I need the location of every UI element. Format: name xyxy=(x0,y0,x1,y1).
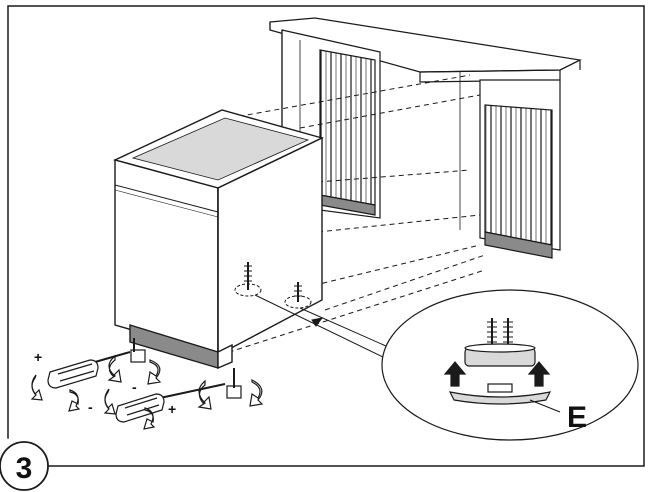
front-feet xyxy=(130,338,242,399)
rotation-arrow-icon xyxy=(107,354,264,410)
screwdriver-upper xyxy=(30,351,131,412)
screwdriver-lower xyxy=(103,383,226,430)
foot-base xyxy=(448,391,552,405)
up-arrow-icon xyxy=(527,361,551,387)
figure-frame xyxy=(7,5,645,467)
step-badge xyxy=(0,437,49,492)
dishwasher xyxy=(112,109,324,370)
callout-label: E xyxy=(567,401,587,434)
plus-label-lower: + xyxy=(168,401,176,417)
right-cabinet xyxy=(459,72,561,259)
kitchen-worktop xyxy=(269,17,582,83)
detail-callout xyxy=(381,289,639,441)
minus-label-upper: - xyxy=(88,399,93,415)
callout-leaders xyxy=(254,294,396,359)
plus-label-upper: + xyxy=(34,349,42,365)
step-number: 3 xyxy=(16,452,33,485)
minus-label-lower: - xyxy=(132,379,137,395)
up-arrow-icon xyxy=(443,361,467,387)
